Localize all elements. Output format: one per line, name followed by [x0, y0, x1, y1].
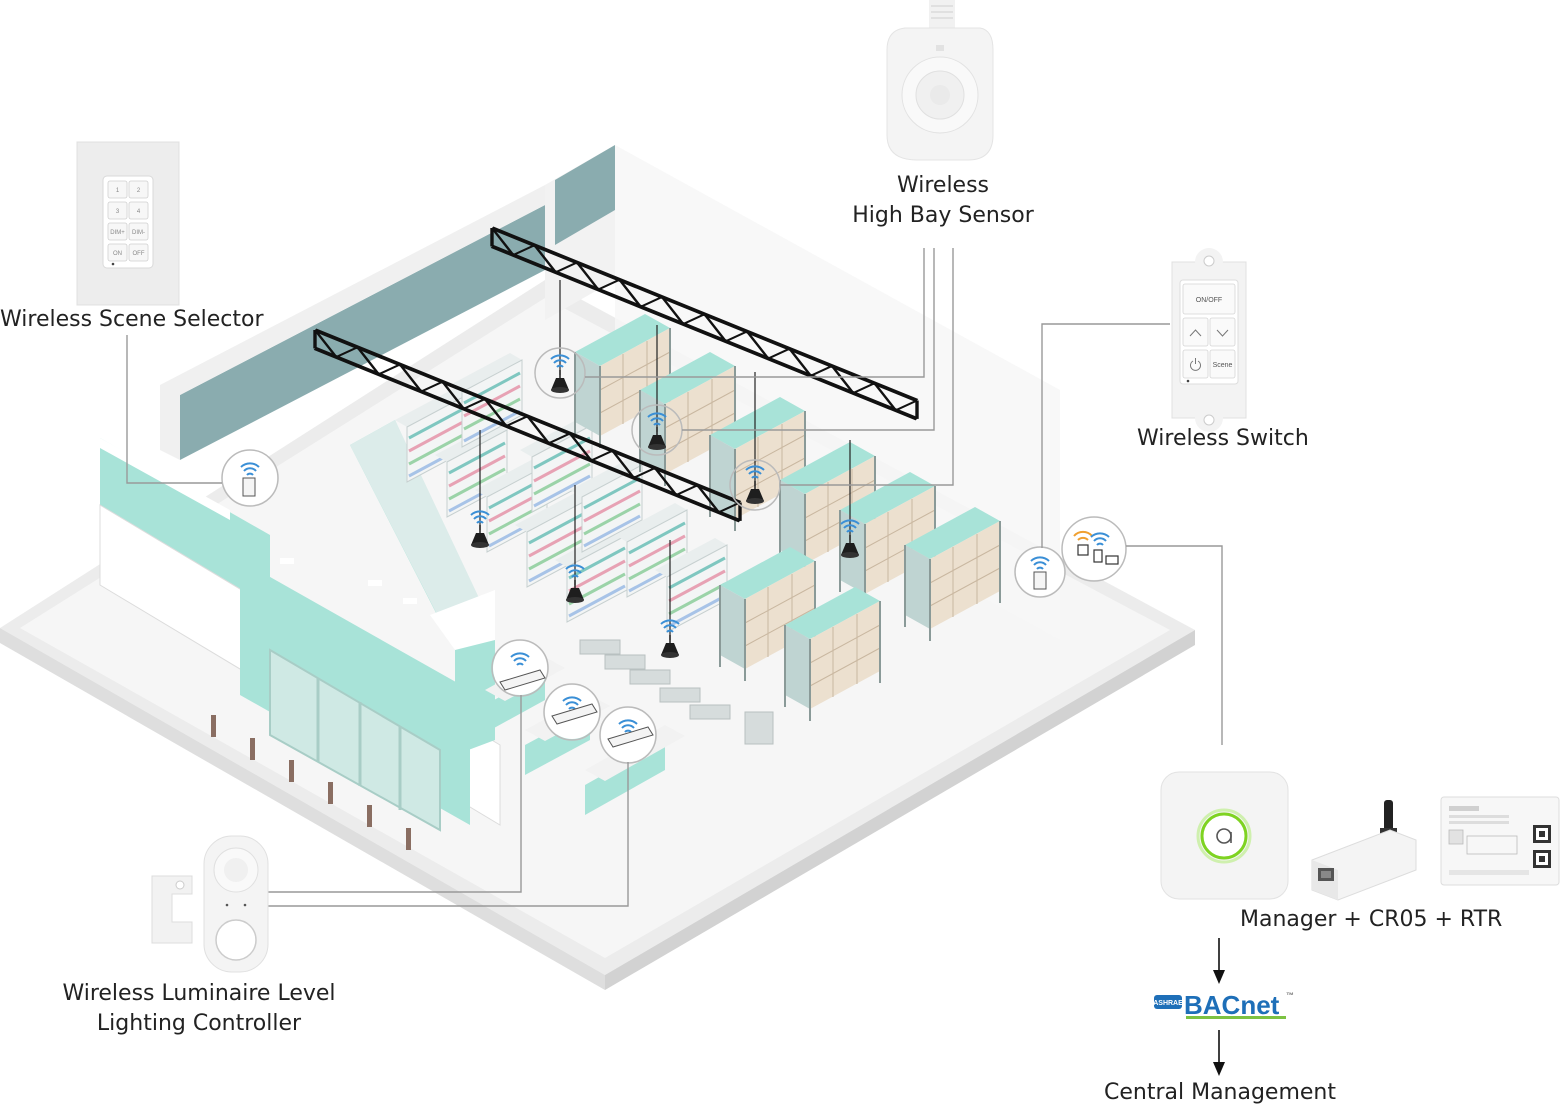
- manager-label: Manager + CR05 + RTR: [1240, 907, 1503, 932]
- llc-label-2: Lighting Controller: [96, 1011, 302, 1036]
- chevron-up-icon: [1189, 329, 1202, 337]
- switch-scene-label: Scene: [1213, 362, 1233, 369]
- chevron-down-icon: [1216, 329, 1229, 337]
- central-management-label: Central Management: [1103, 1080, 1337, 1105]
- manager-device: [1160, 771, 1289, 900]
- scene-key-dim-down: DIM-: [132, 230, 145, 236]
- arrow-down-icon: [1213, 938, 1225, 984]
- scene-key-4: 4: [137, 209, 141, 215]
- power-icon: [1190, 358, 1201, 371]
- scene-key-on: ON: [113, 251, 122, 257]
- high-bay-sensor-label-1: Wireless: [896, 173, 990, 198]
- scene-key-off: OFF: [133, 251, 145, 257]
- scene-key-2: 2: [137, 188, 141, 194]
- scene-key-3: 3: [116, 209, 120, 215]
- cr05-device: [1311, 800, 1417, 901]
- bacnet-logo: ASHRAE BACnet ™: [1153, 990, 1294, 1020]
- scene-selector-device: 1 2 3 4 DIM+ DIM- ON OFF: [76, 141, 180, 306]
- switch-on-off-label: ON/OFF: [1196, 297, 1222, 304]
- back-wall-left: [180, 205, 545, 460]
- wireless-switch-label: Wireless Switch: [1137, 426, 1309, 451]
- high-bay-sensor-label-2: High Bay Sensor: [852, 203, 1034, 228]
- arrow-down-icon: [1213, 1030, 1225, 1076]
- wireless-switch-device: ON/OFF Scene: [1171, 248, 1247, 432]
- connector-lines: [126, 248, 1223, 907]
- scene-key-1: 1: [116, 188, 120, 194]
- llc-device: [151, 835, 269, 973]
- bacnet-ashrae-badge: ASHRAE: [1153, 1000, 1183, 1007]
- llc-label-1: Wireless Luminaire Level: [62, 981, 336, 1006]
- bacnet-trademark: ™: [1286, 991, 1294, 1000]
- bacnet-wordmark: BACnet: [1184, 990, 1280, 1020]
- rtr-device: [1440, 796, 1560, 886]
- scene-selector-label: Wireless Scene Selector: [0, 307, 264, 332]
- high-bay-sensor-device: [886, 0, 994, 161]
- scene-key-dim-up: DIM+: [110, 230, 125, 236]
